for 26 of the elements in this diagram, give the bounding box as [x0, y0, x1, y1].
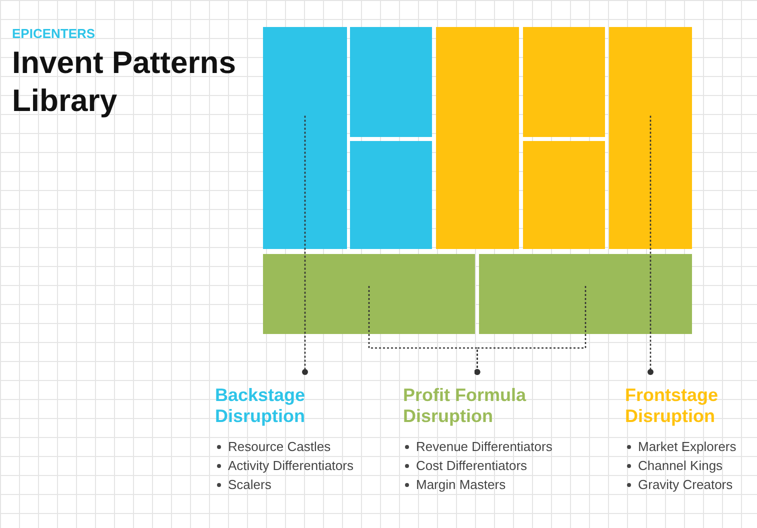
bullet-item: Activity Differentiators	[215, 456, 354, 475]
canvas-block	[263, 27, 347, 249]
section-kicker: EPICENTERS	[12, 26, 96, 41]
category-heading: Profit Formula Disruption	[403, 385, 528, 427]
leader-line	[474, 286, 586, 375]
category-heading: Backstage Disruption	[215, 385, 306, 427]
canvas-block	[479, 254, 692, 334]
bullet-item: Scalers	[215, 475, 272, 494]
bullet-item: Cost Differentiators	[403, 456, 528, 475]
bullet-item: Channel Kings	[625, 456, 723, 475]
canvas-block	[523, 27, 605, 137]
bullet-item: Margin Masters	[403, 475, 506, 494]
canvas-block	[609, 27, 692, 249]
canvas-block	[436, 27, 519, 249]
bullet-item: Revenue Differentiators	[403, 437, 552, 456]
bullet-item: Market Explorers	[625, 437, 736, 456]
canvas-block	[350, 27, 432, 137]
canvas-block	[263, 254, 475, 334]
bullet-item: Resource Castles	[215, 437, 331, 456]
category-heading: Frontstage Disruption	[625, 385, 720, 427]
leader-line	[302, 116, 308, 375]
bullet-item: Gravity Creators	[625, 475, 733, 494]
canvas-block	[523, 141, 605, 249]
page-title: Invent Patterns Library	[12, 44, 237, 120]
canvas-block	[350, 141, 432, 249]
leader-line	[648, 116, 654, 375]
